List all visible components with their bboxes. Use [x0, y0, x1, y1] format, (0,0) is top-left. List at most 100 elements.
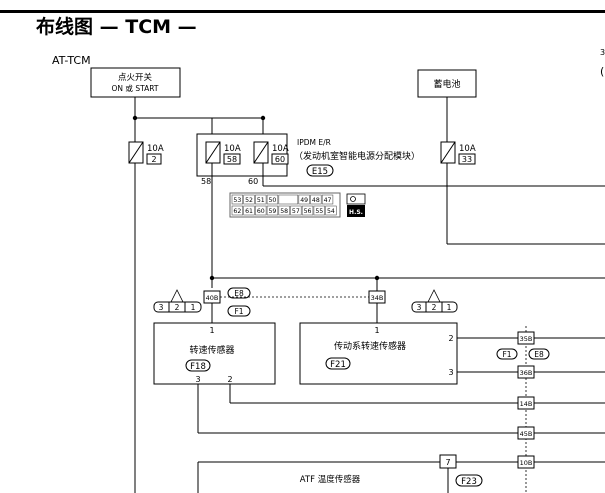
drivetrain-pin-top: 1 — [374, 326, 379, 335]
page-title: 布线图 — TCM — — [36, 15, 197, 38]
pin-number: 47 — [324, 197, 332, 204]
atf-sensor: ATF 温度传感器 F23 — [300, 474, 483, 487]
pin-cell — [255, 205, 267, 216]
speed-sensor: 1 转速传感器 F18 3 2 — [153, 322, 276, 385]
pin-cell — [321, 194, 334, 205]
pin-cell — [255, 194, 267, 205]
drivetrain-label: 传动系转速传感器 — [334, 340, 406, 352]
connector-36b: 36B — [517, 365, 535, 379]
fuse-33: 10A 33 — [440, 141, 476, 165]
battery-label: 蓄电池 — [433, 78, 460, 90]
pin-cell — [243, 194, 255, 205]
ignition-label-2: ON 或 START — [112, 83, 159, 93]
fuse-58-amp: 10A — [224, 144, 241, 154]
connector-7: 7 — [439, 454, 457, 469]
connector-14b: 14B — [517, 396, 535, 410]
junction-dot — [132, 115, 138, 121]
speed-sensor-pin-bl: 3 — [195, 375, 200, 384]
pin-group-right: 3 2 1 — [411, 289, 458, 313]
connector-35b: 35B — [517, 331, 535, 345]
pin-cell — [301, 205, 314, 216]
connector-10b: 10B — [517, 455, 535, 469]
fuse-33-num: 33 — [462, 155, 472, 164]
pin-cell — [313, 205, 325, 216]
ipdm-label-1: IPDM E/R — [297, 138, 331, 147]
connector-45b-label: 45B — [520, 430, 533, 438]
pin-number: 53 — [233, 197, 241, 204]
pin-number: 62 — [233, 208, 241, 215]
pin-number: 59 — [269, 208, 277, 215]
pin-cell — [278, 194, 299, 205]
pin-cell — [278, 205, 290, 216]
drivetrain-sensor: 1 传动系转速传感器 F21 2 3 — [299, 322, 458, 385]
connector-34b: 34B — [368, 290, 386, 304]
pin-number: 61 — [245, 208, 253, 215]
atf-sensor-code: F23 — [461, 477, 477, 487]
pin-number: 51 — [257, 197, 265, 204]
pin-left-a: 3 — [159, 303, 164, 312]
drivetrain-code: F21 — [330, 360, 346, 370]
pin-right-b: 2 — [432, 303, 437, 312]
connector-36b-label: 36B — [520, 369, 533, 377]
connector-40b-label: 40B — [206, 294, 219, 302]
pin-number: 56 — [304, 208, 312, 215]
pin-right-a: 3 — [417, 303, 422, 312]
fuse-58-num: 58 — [227, 155, 237, 164]
ipdm-pin-60: 60 — [248, 177, 258, 186]
drivetrain-pin-r1: 2 — [448, 334, 453, 343]
pin-cell — [243, 205, 255, 216]
drivetrain-pin-r2: 3 — [448, 368, 453, 377]
connector-40b: 40B E8 F1 — [203, 287, 251, 317]
fuse-2: 10A 2 — [128, 141, 164, 165]
pin-cell — [325, 205, 337, 216]
hs-badge: H.S. — [346, 193, 366, 217]
fuse-2-num: 2 — [151, 155, 156, 164]
pin-number: 48 — [312, 197, 320, 204]
pin-cell — [298, 194, 310, 205]
speed-sensor-label: 转速传感器 — [189, 344, 234, 356]
pin-group-left: 3 2 1 — [153, 289, 202, 313]
pin-right-c: 1 — [447, 303, 452, 312]
pin-cell — [266, 205, 279, 216]
speed-sensor-pin-top: 1 — [209, 326, 214, 335]
ipdm-module: 10A 58 10A 60 58 60 IPDM E/R （发动机室智能电源分配… — [196, 133, 420, 186]
page-subtitle: AT-TCM — [52, 54, 91, 67]
connector-40b-lower: F1 — [234, 307, 243, 316]
pin-cell — [290, 205, 302, 216]
pin-number: 55 — [315, 208, 323, 215]
connector-40b-upper: E8 — [234, 289, 244, 298]
edge-mark-mid: ( — [600, 65, 604, 78]
pin-number: 52 — [245, 197, 253, 204]
connector-45b: 45B — [517, 426, 535, 440]
connector-14b-label: 14B — [520, 400, 533, 408]
junction-dot — [209, 275, 215, 281]
pin-number: 58 — [280, 208, 288, 215]
edge-mark-top: 3 — [600, 48, 605, 57]
pin-left-b: 2 — [175, 303, 180, 312]
connector-mid-codes: F1 E8 — [496, 348, 550, 360]
pin-cell — [310, 194, 322, 205]
speed-sensor-code: F18 — [190, 362, 206, 372]
ipdm-code: E15 — [312, 167, 328, 177]
connector-7-label: 7 — [445, 458, 450, 467]
connector-mid-right: E8 — [534, 350, 544, 359]
speed-sensor-pin-br: 2 — [227, 375, 232, 384]
pin-number: 50 — [269, 197, 277, 204]
ignition-label-1: 点火开关 — [118, 72, 153, 83]
pin-number: 49 — [300, 197, 308, 204]
atf-sensor-label: ATF 温度传感器 — [300, 474, 361, 485]
fuse-60-num: 60 — [275, 155, 285, 164]
pin-cell — [231, 194, 243, 205]
pin-number: 60 — [257, 208, 265, 215]
ipdm-label-2: （发动机室智能电源分配模块） — [294, 150, 420, 162]
fuse-33-amp: 10A — [459, 144, 476, 154]
header-rule — [0, 10, 605, 13]
pin-row-top: 53 52 51 50 49 48 47 — [231, 194, 334, 205]
ignition-switch: 点火开关 ON 或 START — [90, 67, 181, 98]
fuse-2-amp: 10A — [147, 144, 164, 154]
junction-dot — [260, 115, 266, 121]
connector-35b-label: 35B — [520, 335, 533, 343]
